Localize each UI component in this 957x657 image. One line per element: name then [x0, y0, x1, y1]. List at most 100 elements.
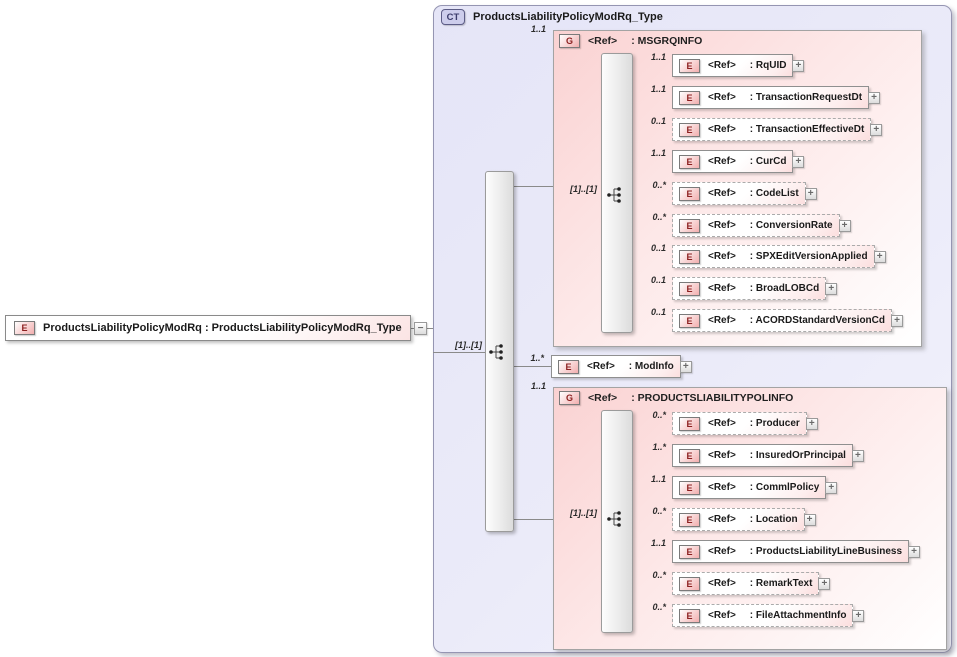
- element-cardinality: 1..1: [650, 538, 666, 548]
- element-box[interactable]: E<Ref>: CommlPolicy: [672, 476, 827, 499]
- sequence-icon[interactable]: [605, 186, 625, 204]
- element-row: E<Ref>: ConversionRate+: [672, 214, 851, 237]
- element-box[interactable]: E<Ref>: RqUID: [672, 54, 794, 77]
- complex-type-badge-icon: CT: [441, 9, 465, 25]
- element-ref-label: <Ref>: [708, 315, 736, 326]
- expand-handle-icon[interactable]: +: [805, 417, 818, 430]
- element-box[interactable]: E<Ref>: ConversionRate: [672, 214, 840, 237]
- expand-handle-icon[interactable]: +: [908, 545, 921, 558]
- element-row: E<Ref>: TransactionEffectiveDt+: [672, 118, 883, 141]
- expand-handle-icon[interactable]: +: [891, 314, 903, 327]
- element-ref-label: <Ref>: [708, 450, 736, 461]
- expand-handle-icon[interactable]: +: [803, 513, 816, 526]
- expand-handle-icon[interactable]: +: [804, 187, 817, 200]
- element-badge-icon: E: [679, 281, 700, 296]
- element-badge-icon: E: [679, 480, 700, 495]
- element-row: E<Ref>: CommlPolicy+: [672, 476, 838, 499]
- element-type-label: : Location: [749, 514, 798, 525]
- element-cardinality: 0..*: [652, 570, 666, 580]
- expand-handle-icon[interactable]: +: [838, 219, 851, 232]
- outer-sequence-cardinality: [1]..[1]: [455, 340, 482, 350]
- expand-handle-icon[interactable]: +: [870, 123, 883, 136]
- element-type-label: : CommlPolicy: [749, 482, 820, 493]
- element-badge-icon: E: [679, 608, 700, 623]
- sequence-icon[interactable]: [605, 510, 625, 528]
- element-box[interactable]: E<Ref>: RemarkText: [672, 572, 820, 595]
- element-box[interactable]: E<Ref>: InsuredOrPrincipal: [672, 444, 853, 467]
- element-box[interactable]: E<Ref>: BroadLOBCd: [672, 277, 827, 300]
- group-type-label: : MSGRQINFO: [631, 35, 703, 47]
- element-cardinality: 1..1: [650, 148, 666, 158]
- element-cardinality: 0..1: [650, 116, 666, 126]
- element-ref-label: <Ref>: [708, 124, 736, 135]
- connector-to-modinfo: [512, 366, 551, 367]
- element-cardinality: 0..1: [650, 243, 666, 253]
- expand-handle-icon[interactable]: +: [679, 360, 692, 373]
- element-type-label: : TransactionEffectiveDt: [749, 124, 865, 135]
- connector-to-group: [512, 186, 553, 187]
- expand-handle-icon[interactable]: +: [792, 59, 805, 72]
- element-box[interactable]: E<Ref>: TransactionRequestDt: [672, 86, 870, 109]
- root-element-row: E ProductsLiabilityPolicyModRq : Product…: [5, 315, 411, 341]
- element-type-label: : TransactionRequestDt: [749, 92, 863, 103]
- expand-handle-icon[interactable]: +: [825, 481, 838, 494]
- element-badge-icon: E: [679, 154, 700, 169]
- connector-container-to-sequence: [433, 352, 485, 353]
- element-box[interactable]: E<Ref>: Location: [672, 508, 805, 531]
- element-cardinality: 0..*: [652, 212, 666, 222]
- element-ref-label: <Ref>: [708, 283, 736, 294]
- expand-handle-icon[interactable]: +: [851, 449, 864, 462]
- group-header[interactable]: G<Ref>: PRODUCTSLIABILITYPOLINFO: [559, 391, 793, 405]
- element-badge-icon: E: [679, 576, 700, 591]
- group-badge-icon: G: [559, 391, 580, 405]
- root-element-box[interactable]: E ProductsLiabilityPolicyModRq : Product…: [5, 315, 411, 341]
- element-ref-label: <Ref>: [708, 418, 736, 429]
- element-row: E<Ref>: RemarkText+: [672, 572, 831, 595]
- element-row: E<Ref>: BroadLOBCd+: [672, 277, 838, 300]
- element-type-label: : ACORDStandardVersionCd: [749, 315, 885, 326]
- element-badge-icon: E: [679, 416, 700, 431]
- element-row: E<Ref>: CodeList+: [672, 182, 817, 205]
- element-badge-icon: E: [14, 321, 35, 335]
- element-box[interactable]: E<Ref>: SPXEditVersionApplied: [672, 245, 875, 268]
- element-box[interactable]: E<Ref>: CurCd: [672, 150, 794, 173]
- complex-type-header[interactable]: CT ProductsLiabilityPolicyModRq_Type: [441, 9, 663, 25]
- element-box[interactable]: E<Ref>: ProductsLiabilityLineBusiness: [672, 540, 910, 563]
- expand-handle-icon[interactable]: +: [825, 282, 838, 295]
- inner-sequence-bar: [601, 53, 633, 333]
- element-type-label: : ConversionRate: [749, 220, 833, 231]
- element-type-label: : Producer: [749, 418, 800, 429]
- element-box[interactable]: E <Ref> : Producer: [672, 412, 807, 435]
- expand-handle-icon[interactable]: +: [792, 155, 805, 168]
- connector-to-group: [512, 519, 553, 520]
- element-badge-icon: E: [679, 448, 700, 463]
- group-header[interactable]: G<Ref>: MSGRQINFO: [559, 34, 702, 48]
- element-ref-label: <Ref>: [587, 361, 615, 372]
- element-box-modinfo[interactable]: E <Ref> : ModInfo: [551, 355, 681, 378]
- element-type-label: : FileAttachmentInfo: [749, 610, 847, 621]
- expand-handle-icon[interactable]: +: [868, 91, 881, 104]
- element-cardinality: 0..1: [650, 307, 666, 317]
- element-row: E <Ref> : Producer +: [672, 412, 818, 435]
- element-ref-label: <Ref>: [708, 514, 736, 525]
- expand-handle-icon[interactable]: +: [852, 609, 865, 622]
- sequence-icon[interactable]: [487, 343, 507, 361]
- expand-handle-icon[interactable]: +: [818, 577, 831, 590]
- collapse-handle-icon[interactable]: −: [414, 322, 427, 335]
- group-type-label: : PRODUCTSLIABILITYPOLINFO: [631, 392, 794, 404]
- element-ref-label: <Ref>: [708, 156, 736, 167]
- group-cardinality: 1..1: [530, 381, 546, 391]
- element-box[interactable]: E<Ref>: CodeList: [672, 182, 806, 205]
- element-box[interactable]: E <Ref> : FileAttachmentInfo: [672, 604, 854, 627]
- element-box[interactable]: E<Ref>: TransactionEffectiveDt: [672, 118, 872, 141]
- element-type-label: : SPXEditVersionApplied: [749, 251, 868, 262]
- element-ref-label: <Ref>: [708, 610, 736, 621]
- element-row: E<Ref>: RqUID+: [672, 54, 805, 77]
- element-row: E<Ref>: SPXEditVersionApplied+: [672, 245, 886, 268]
- element-type-label: : ModInfo: [628, 361, 674, 372]
- element-badge-icon: E: [679, 218, 700, 233]
- expand-handle-icon[interactable]: +: [873, 250, 886, 263]
- element-box[interactable]: E<Ref>: ACORDStandardVersionCd: [672, 309, 892, 332]
- element-badge-icon: E: [679, 544, 700, 559]
